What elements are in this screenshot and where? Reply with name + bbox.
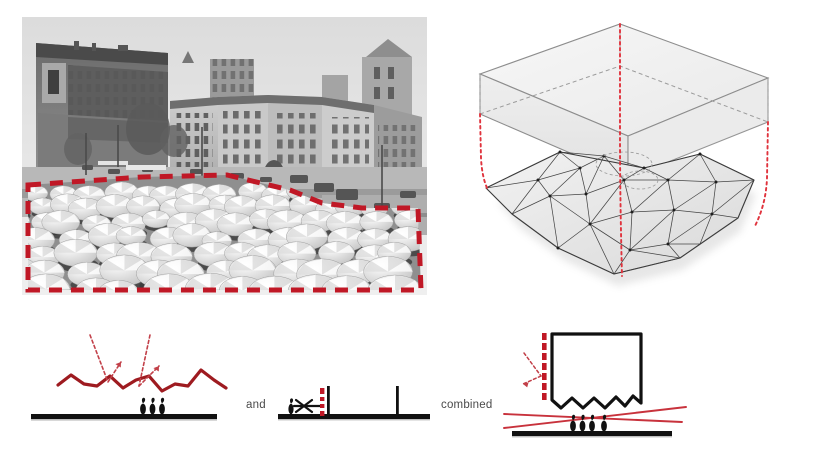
section-diagram-row: [0, 318, 818, 455]
black-wall-far: [396, 386, 399, 416]
blocked-view-x-mark: [292, 398, 324, 414]
enclosure-outline-with-zigzag-soffit: [550, 332, 643, 410]
person-figure: [288, 398, 294, 415]
red-zigzag-canopy: [56, 368, 228, 393]
light-ray-arrows: [522, 352, 542, 385]
black-wall-near: [327, 386, 330, 416]
building-volume-box: [478, 23, 770, 179]
market-canopy-outline: [25, 172, 424, 293]
site-photograph: [22, 17, 427, 295]
projection-lines: [479, 23, 769, 277]
crossing-sight-lines: [503, 406, 687, 429]
volume-over-mesh-axonometric: [468, 18, 818, 323]
people-figures: [570, 414, 607, 432]
connector-combined: combined: [441, 399, 493, 411]
people-figures: [140, 397, 165, 415]
triangulated-canopy-mesh: [485, 150, 755, 275]
section-reflective-canopy: [31, 334, 228, 421]
red-dashed-wall: [319, 388, 325, 416]
connector-and: and: [246, 399, 266, 411]
section-combined-proposal: [503, 332, 687, 438]
ground-line: [512, 431, 672, 438]
red-dashed-wall: [542, 333, 547, 400]
section-blocked-view-wall: [278, 386, 430, 421]
light-ray-arrows: [89, 334, 160, 387]
ground-line: [278, 414, 430, 421]
photo-image: [22, 17, 427, 295]
ground-line: [31, 414, 217, 421]
